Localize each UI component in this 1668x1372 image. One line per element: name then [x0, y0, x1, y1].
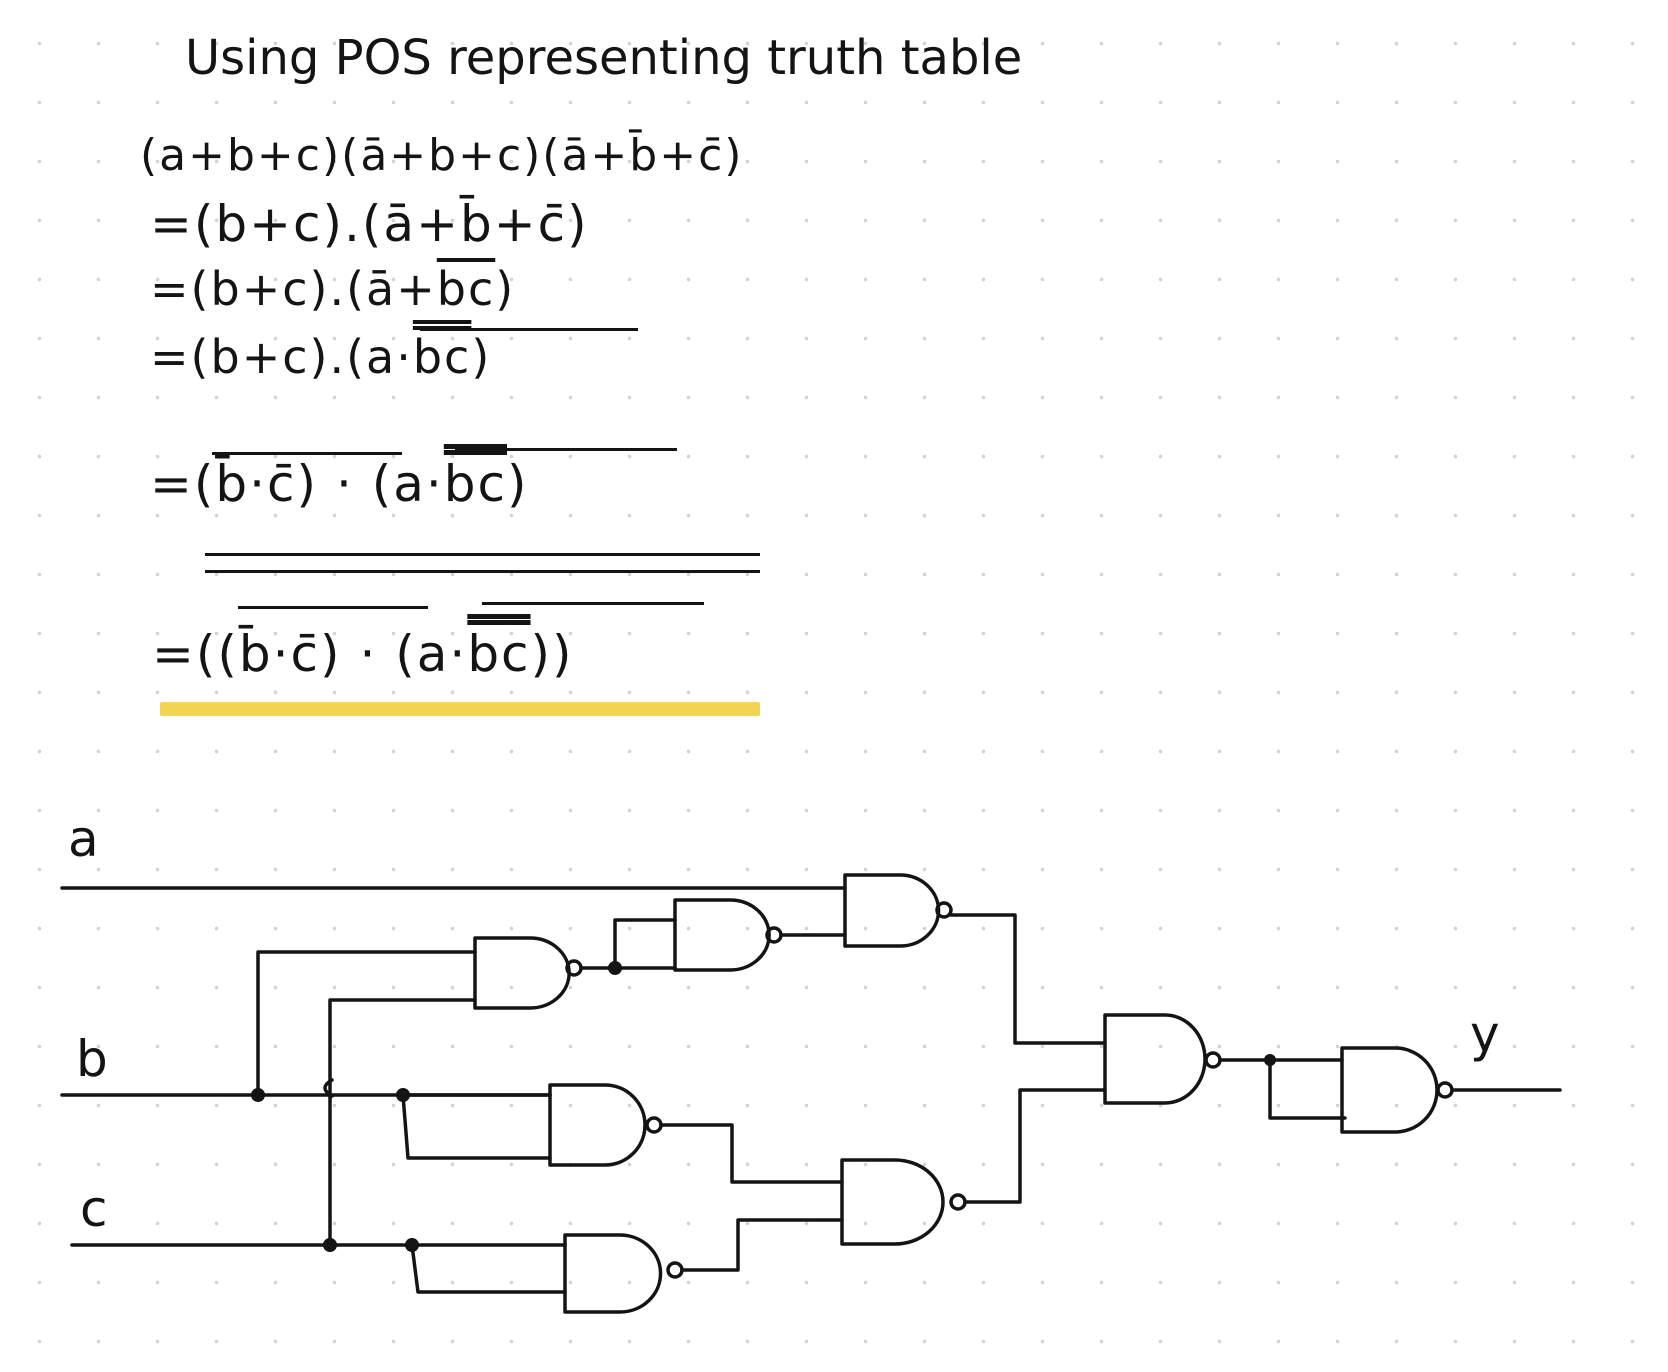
nand-gate-1: [473, 936, 571, 1010]
overbar-right-term: [482, 602, 704, 605]
double-overbar-bottom: [205, 570, 760, 573]
junction-dot: [1264, 1054, 1276, 1066]
equation-line-6: =((b̄·c̄) · (a·bc)): [152, 625, 574, 683]
wire-crossover: [323, 1078, 334, 1098]
answer-highlight: [160, 702, 760, 716]
junction-dot: [323, 1238, 337, 1252]
nand-gate-6: [840, 1158, 945, 1246]
nand-gate-2: [673, 898, 771, 972]
nand-gate-3: [843, 873, 941, 948]
equation-line-2: =(b+c).(ā+b̄+c̄): [150, 195, 589, 253]
nand-gate-5: [563, 1233, 663, 1314]
wire-g3-to-g7: [949, 913, 1107, 1045]
wire-c-to-g1: [328, 998, 477, 1247]
overbar-term: bc: [412, 330, 472, 384]
overbar-term: bc: [467, 625, 531, 683]
equation-line-4: =(b+c).(a·bc): [150, 330, 492, 384]
wire-g4-to-g6: [659, 1123, 844, 1184]
equation-line-5: =(b̄·c̄) · (a·bc): [150, 455, 529, 513]
nand-bubble-5: [666, 1261, 684, 1279]
nand-bubble-8: [1436, 1081, 1454, 1099]
equation-line-1: (a+b+c)(ā+b+c)(ā+b̄+c̄): [140, 130, 744, 181]
wire-g6-to-g7: [963, 1088, 1107, 1204]
junction-dot: [251, 1088, 265, 1102]
double-overbar-top: [205, 553, 760, 556]
output-label-y: y: [1470, 1005, 1500, 1063]
nand-bubble-6: [949, 1193, 967, 1211]
input-label-b: b: [76, 1030, 108, 1088]
wire-g4-tie: [401, 1093, 552, 1160]
equation-line-3: =(b+c).(ā+bc): [150, 262, 516, 316]
junction-dot: [608, 961, 622, 975]
overbar-left-term: [238, 606, 428, 609]
wire-g5-to-g6: [680, 1218, 844, 1272]
nand-gate-8: [1340, 1046, 1439, 1134]
nand-gate-4: [548, 1083, 647, 1167]
wire-g8-tie: [1268, 1058, 1347, 1120]
page-title: Using POS representing truth table: [185, 30, 1023, 86]
overbar-term: bc: [436, 262, 496, 316]
input-label-a: a: [68, 810, 99, 868]
overbar-term: bc: [443, 455, 508, 513]
nand-bubble-3: [935, 901, 953, 919]
junction-dot: [396, 1088, 410, 1102]
input-label-c: c: [80, 1180, 108, 1238]
overbar-long: [420, 328, 638, 331]
nand-bubble-4: [645, 1116, 663, 1134]
wire-g2-tie: [613, 918, 677, 970]
nand-bubble-7: [1204, 1051, 1222, 1069]
overbar-right-term: [455, 448, 677, 451]
nand-gate-7: [1103, 1013, 1207, 1105]
junction-dot: [405, 1238, 419, 1252]
overbar-left-term: [212, 452, 402, 455]
wire-g5-tie: [410, 1243, 567, 1294]
wire-b-to-g1: [256, 950, 477, 1097]
